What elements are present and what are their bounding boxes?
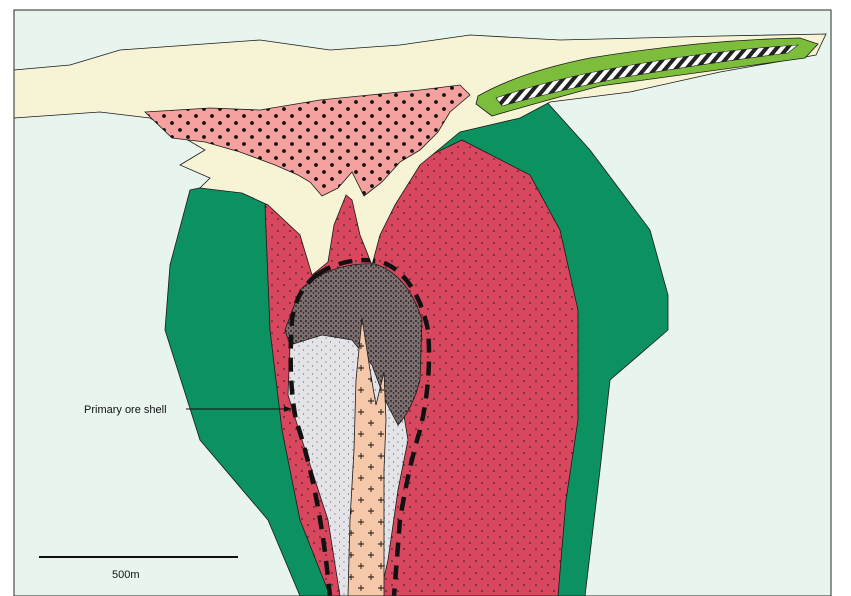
scale-bar-label: 500m [112, 569, 140, 581]
primary-ore-shell-label: Primary ore shell [84, 404, 167, 416]
